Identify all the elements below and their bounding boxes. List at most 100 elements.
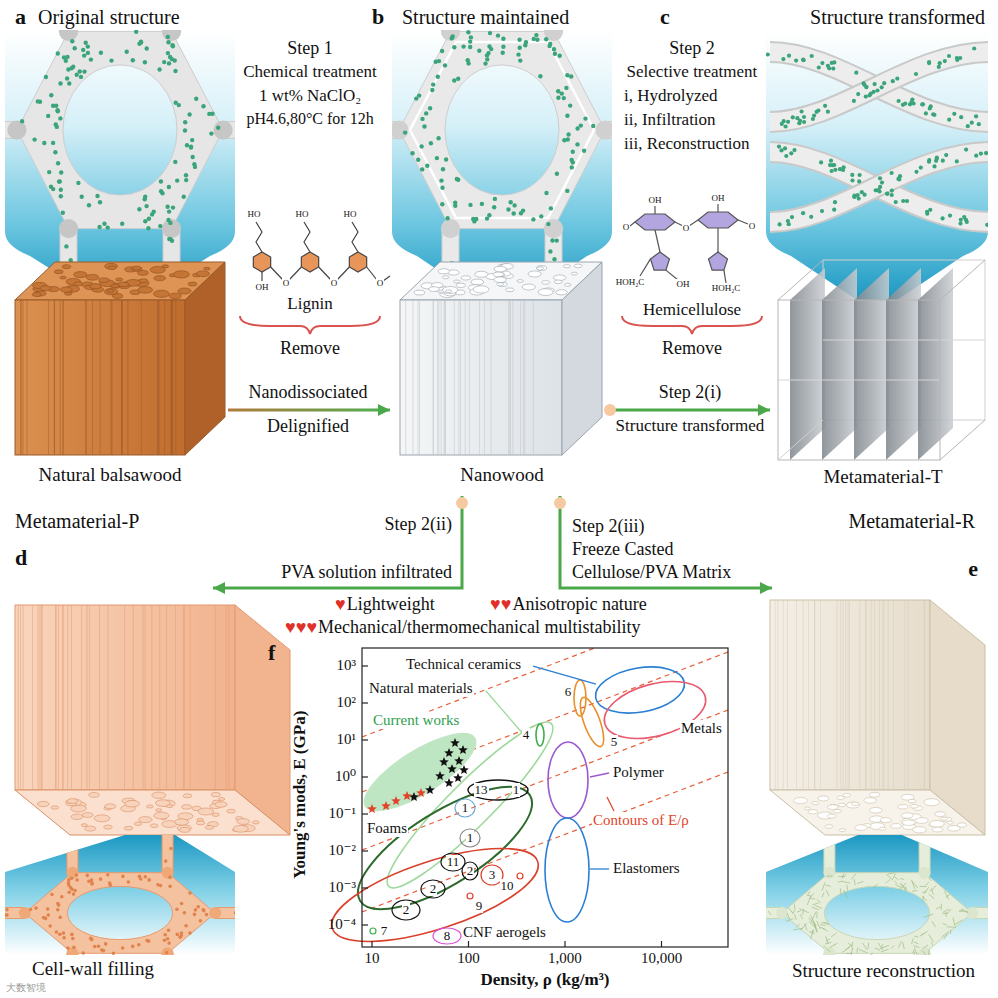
cellulose-fibre [929,894,934,899]
nanofibril-dot [352,130,356,134]
cellulose-fibre [959,910,963,911]
cellulose-fibre [922,823,925,827]
circle [517,873,523,879]
nanofibril-dot [802,120,806,124]
cellulose-fibre [885,879,890,883]
callout-number: 1 [461,801,470,816]
cell-wall [25,873,215,954]
nanofibril-dot [850,178,854,182]
nanofibril-dot [194,97,198,101]
ellipse [576,695,609,749]
nanofibril-dot [403,130,407,134]
cell-pore [111,284,119,287]
nanofibril-dot [47,170,51,174]
grain-line [510,300,511,455]
grain-line [183,605,184,790]
grain-line [62,605,63,790]
nanofibril-dot [183,911,187,915]
ellipse [548,742,588,818]
start-dot [604,404,616,416]
grain-line [38,605,39,790]
nanofibril-dot [544,37,548,41]
cellulose-fibre [801,923,807,930]
nanofibril-dot [928,106,932,110]
cell-pore [180,828,190,833]
cell-pore [827,814,836,818]
tick-mark [362,702,368,703]
ellipse [545,818,589,922]
nanofibril-dot [79,75,83,79]
cell-pore [104,289,118,295]
cell-pore [85,826,96,831]
tick-mark [362,739,368,740]
nanofibril-dot [180,934,184,938]
cell-pore [932,827,943,832]
cell-junction [441,219,460,238]
nanofibril-dot [485,57,489,61]
nanofibril-dot [854,71,858,75]
grain-line [175,605,176,790]
callout-number: 9 [475,899,484,914]
nanofibril-dot [3,913,7,917]
data-star [416,788,426,797]
cellulose-fibre [894,881,897,884]
nanofibril-dot [778,222,782,226]
grain-line [465,300,466,455]
cell-pore [60,276,66,279]
tick-mark [564,941,565,947]
nanofibril-dot [64,244,68,248]
nanofibril-dot [860,190,864,194]
nanofibril-dot [46,907,50,911]
line [337,267,349,280]
cell-pore [212,813,219,816]
leader-lines [486,666,614,869]
cell-pore [82,813,93,818]
nanofibril-dot [868,93,872,97]
nanofibril-dot [523,43,527,47]
ellipse [441,853,465,871]
cellulose-fibre [812,911,816,920]
cellulose-fibre [827,875,833,877]
nanofibril-dot [173,58,177,62]
nanofibril-dot [42,916,46,920]
grain-line [99,605,100,790]
line [940,260,985,300]
data-star [447,764,457,773]
cell-pore [237,819,250,825]
data-star [425,785,435,794]
cell-pore [71,814,83,819]
nanofibril-dot [167,61,171,65]
nanofibril-dot [216,126,220,130]
nanofibril-dot [82,69,86,73]
cell-pore [924,799,940,806]
cell-pore [150,824,158,828]
nanofibril-dot [790,215,794,219]
nanofibril-dot [70,39,74,43]
cell-pore [901,813,913,818]
line [640,259,651,276]
grain-line [444,300,445,455]
grain-line [879,600,880,790]
nanofibril-dot [20,119,24,123]
grain-line [437,300,438,455]
grain-line [27,300,28,455]
cellulose-fibre [932,889,934,895]
nanofibril-dot [512,211,516,215]
cell-junction [544,219,563,238]
grain-line [122,300,123,455]
grain-line [520,300,521,455]
nanofibril-dot [147,878,151,882]
cell-pore [855,825,868,831]
cell-pore [40,286,51,291]
nanofibril-dot [86,51,90,55]
atom-label: O [748,221,757,231]
nanofibril-dot [46,114,50,118]
cell-junction [209,907,221,919]
nanofibril-dot [947,118,951,122]
cell-pore [940,817,947,820]
cell-junction [966,907,978,919]
cellulose-fibre [886,874,892,878]
nanofibril-dot [791,115,795,119]
cell-pore [173,271,189,278]
nanofibril-dot [163,939,167,943]
